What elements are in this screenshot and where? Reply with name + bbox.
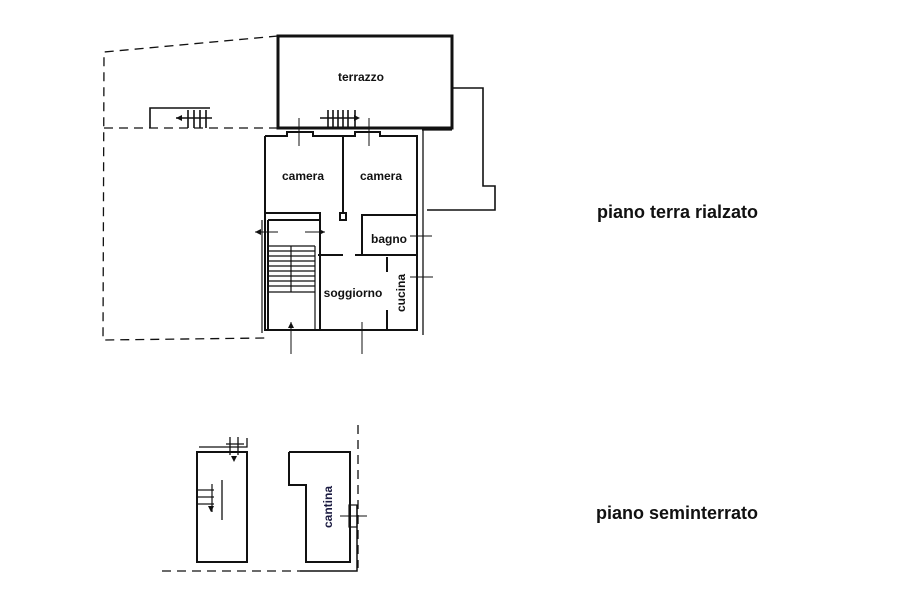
room-label-cantina: cantina bbox=[321, 485, 335, 529]
room-label-camera-1: camera bbox=[281, 169, 325, 183]
terrazzo-outline bbox=[276, 34, 454, 130]
arrow-icons bbox=[176, 115, 360, 512]
room-label-bagno: bagno bbox=[371, 232, 407, 246]
room-label-terrazzo: terrazzo bbox=[337, 70, 385, 84]
main-building bbox=[261, 129, 452, 335]
room-label-cucina: cucina bbox=[394, 273, 408, 313]
floor-title-ground: piano terra rialzato bbox=[597, 202, 759, 222]
terrace-stair bbox=[320, 110, 356, 128]
window-marks bbox=[255, 118, 433, 354]
property-boundary bbox=[102, 35, 359, 572]
basement-stair-block bbox=[196, 437, 248, 563]
room-label-soggiorno: soggiorno bbox=[323, 286, 383, 300]
floor-title-basement: piano seminterrato bbox=[596, 503, 759, 523]
interior-stair bbox=[268, 245, 316, 330]
annex-outline bbox=[427, 87, 496, 211]
cantina-outline bbox=[288, 451, 367, 572]
room-label-camera-2: camera bbox=[359, 169, 403, 183]
exterior-stair-left bbox=[149, 107, 212, 128]
